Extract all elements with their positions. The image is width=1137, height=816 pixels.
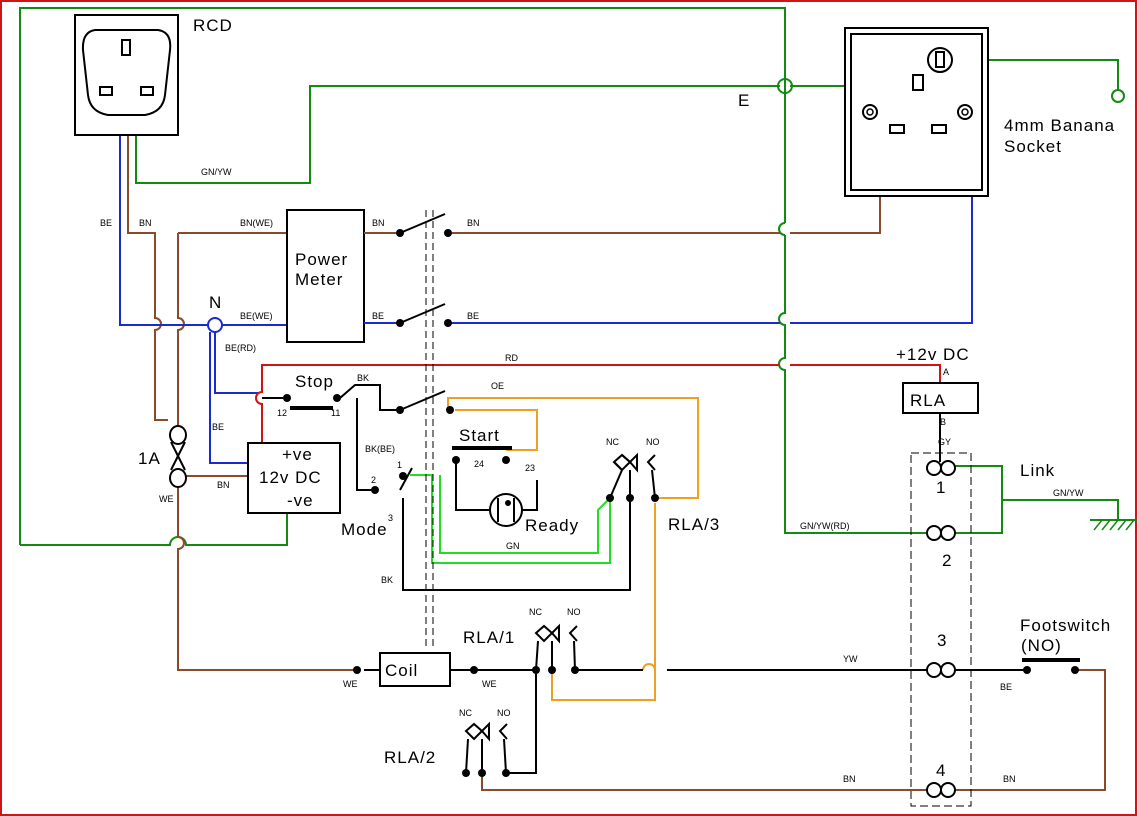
wire-label-be-rcd: BE bbox=[100, 218, 112, 228]
rla1-contacts bbox=[532, 623, 579, 674]
link-label: Link bbox=[1020, 461, 1055, 480]
wire-label-11: 11 bbox=[331, 408, 340, 418]
wire-label-we-right: WE bbox=[482, 679, 497, 689]
psu-pos-label: +ve bbox=[282, 445, 313, 464]
wire-label-bn-out: BN bbox=[467, 218, 480, 228]
fuse-1a bbox=[169, 425, 187, 488]
footswitch bbox=[1022, 658, 1080, 674]
start-button bbox=[452, 446, 512, 464]
wire-label-bk-stop: BK bbox=[357, 373, 369, 383]
wire-label-bkbe: BK(BE) bbox=[365, 444, 395, 454]
plus12-label: +12v DC bbox=[896, 345, 970, 364]
psu-box bbox=[247, 442, 341, 514]
earth-label: E bbox=[738, 91, 750, 110]
ready-lamp bbox=[489, 493, 523, 527]
wire-label-bn-psu: BN bbox=[217, 480, 230, 490]
wire-label-gnyw-rcd: GN/YW bbox=[201, 167, 232, 177]
wire-label-bn-rcd: BN bbox=[139, 218, 152, 228]
wire-label-1-mode: 1 bbox=[397, 460, 402, 470]
wire-label-be-out: BE bbox=[467, 311, 479, 321]
wire-label-bn-meter: BN bbox=[372, 218, 385, 228]
wire-label-no-rla1: NO bbox=[567, 607, 581, 617]
wire-label-no-rla2: NO bbox=[497, 708, 511, 718]
wire-label-rd: RD bbox=[505, 353, 518, 363]
stop-label: Stop bbox=[295, 372, 334, 391]
wire-label-nc-rla3: NC bbox=[606, 437, 619, 447]
power-meter-label-1: Power bbox=[295, 250, 348, 269]
neutral-wiring bbox=[119, 118, 973, 464]
terminal-block bbox=[910, 452, 972, 807]
orange-wiring bbox=[447, 397, 699, 701]
footswitch-no-label: (NO) bbox=[1021, 636, 1062, 655]
wire-label-nc-rla1: NC bbox=[529, 607, 542, 617]
power-meter-label-2: Meter bbox=[295, 270, 343, 289]
mode-label: Mode bbox=[341, 520, 388, 539]
wire-label-24: 24 bbox=[474, 459, 484, 469]
wire-label-bewe: BE(WE) bbox=[240, 311, 273, 321]
relay-coil bbox=[353, 652, 478, 687]
banana-label: 4mm Banana bbox=[1004, 116, 1115, 135]
terminal-1-label: 1 bbox=[936, 478, 946, 497]
rla2-label: RLA/2 bbox=[384, 748, 436, 767]
wire-label-bnwe: BN(WE) bbox=[240, 218, 273, 228]
stop-button bbox=[262, 394, 341, 410]
wire-label-we-left: WE bbox=[343, 679, 358, 689]
neutral-label: N bbox=[209, 293, 222, 312]
rcd-outlet bbox=[74, 14, 179, 136]
mode-superscript: 3 bbox=[388, 513, 393, 523]
psu-neg-label: -ve bbox=[287, 491, 314, 510]
wire-labels: GN/YW BE BN BN(WE) BN BN BE(WE) BE BE BE… bbox=[100, 167, 1084, 784]
wire-label-gnyw-link: GN/YW bbox=[1053, 488, 1084, 498]
ready-label: Ready bbox=[525, 516, 579, 535]
wire-label-oe: OE bbox=[491, 381, 504, 391]
wire-label-12: 12 bbox=[277, 408, 287, 418]
wire-label-be-foot: BE bbox=[1000, 682, 1012, 692]
rcd-label: RCD bbox=[193, 16, 233, 35]
wire-label-we-fuse: WE bbox=[159, 494, 174, 504]
wire-label-gnywrd: GN/YW(RD) bbox=[800, 521, 850, 531]
wire-label-bn-foot: BN bbox=[1003, 774, 1016, 784]
control-wiring bbox=[337, 384, 1025, 774]
wire-label-bn-bottom: BN bbox=[843, 774, 856, 784]
earth-wiring bbox=[19, 7, 1137, 546]
rla1-label: RLA/1 bbox=[463, 628, 515, 647]
footswitch-label: Footswitch bbox=[1020, 616, 1111, 635]
rla3-label: RLA/3 bbox=[668, 515, 720, 534]
component-labels: RCD E 4mm Banana Socket Power Meter N +1… bbox=[138, 16, 1115, 780]
fuse-label: 1A bbox=[138, 449, 161, 468]
rla-label: RLA bbox=[910, 391, 946, 410]
power-meter-box bbox=[286, 209, 365, 343]
dc-positive-wiring bbox=[255, 364, 941, 443]
terminal-3-label: 3 bbox=[937, 631, 947, 650]
psu-main-label: 12v DC bbox=[259, 468, 322, 487]
wire-label-2-mode: 2 bbox=[371, 475, 376, 485]
wire-label-bk-mode: BK bbox=[381, 575, 393, 585]
wire-label-b: B bbox=[940, 417, 946, 427]
wire-label-berd: BE(RD) bbox=[225, 343, 256, 353]
coil-label: Coil bbox=[385, 661, 418, 680]
start-label: Start bbox=[459, 426, 500, 445]
banana-socket bbox=[844, 27, 989, 197]
mains-switches bbox=[364, 210, 454, 650]
wire-label-yw: YW bbox=[843, 654, 858, 664]
rla2-contacts bbox=[462, 721, 510, 777]
wire-label-be-meter: BE bbox=[372, 311, 384, 321]
wire-label-be-psu: BE bbox=[212, 422, 224, 432]
wire-label-gn: GN bbox=[506, 541, 520, 551]
rla-relay-box bbox=[902, 382, 979, 414]
terminal-2-label: 2 bbox=[942, 551, 952, 570]
wire-label-gy: GY bbox=[938, 437, 951, 447]
terminal-4-label: 4 bbox=[936, 761, 946, 780]
wire-label-nc-rla2: NC bbox=[459, 708, 472, 718]
wire-label-no-rla3: NO bbox=[646, 437, 660, 447]
lime-wiring bbox=[410, 474, 611, 564]
socket-label: Socket bbox=[1004, 137, 1062, 156]
rla3-contacts bbox=[606, 452, 659, 502]
wire-label-23: 23 bbox=[525, 463, 535, 473]
wire-label-a: A bbox=[943, 367, 949, 377]
